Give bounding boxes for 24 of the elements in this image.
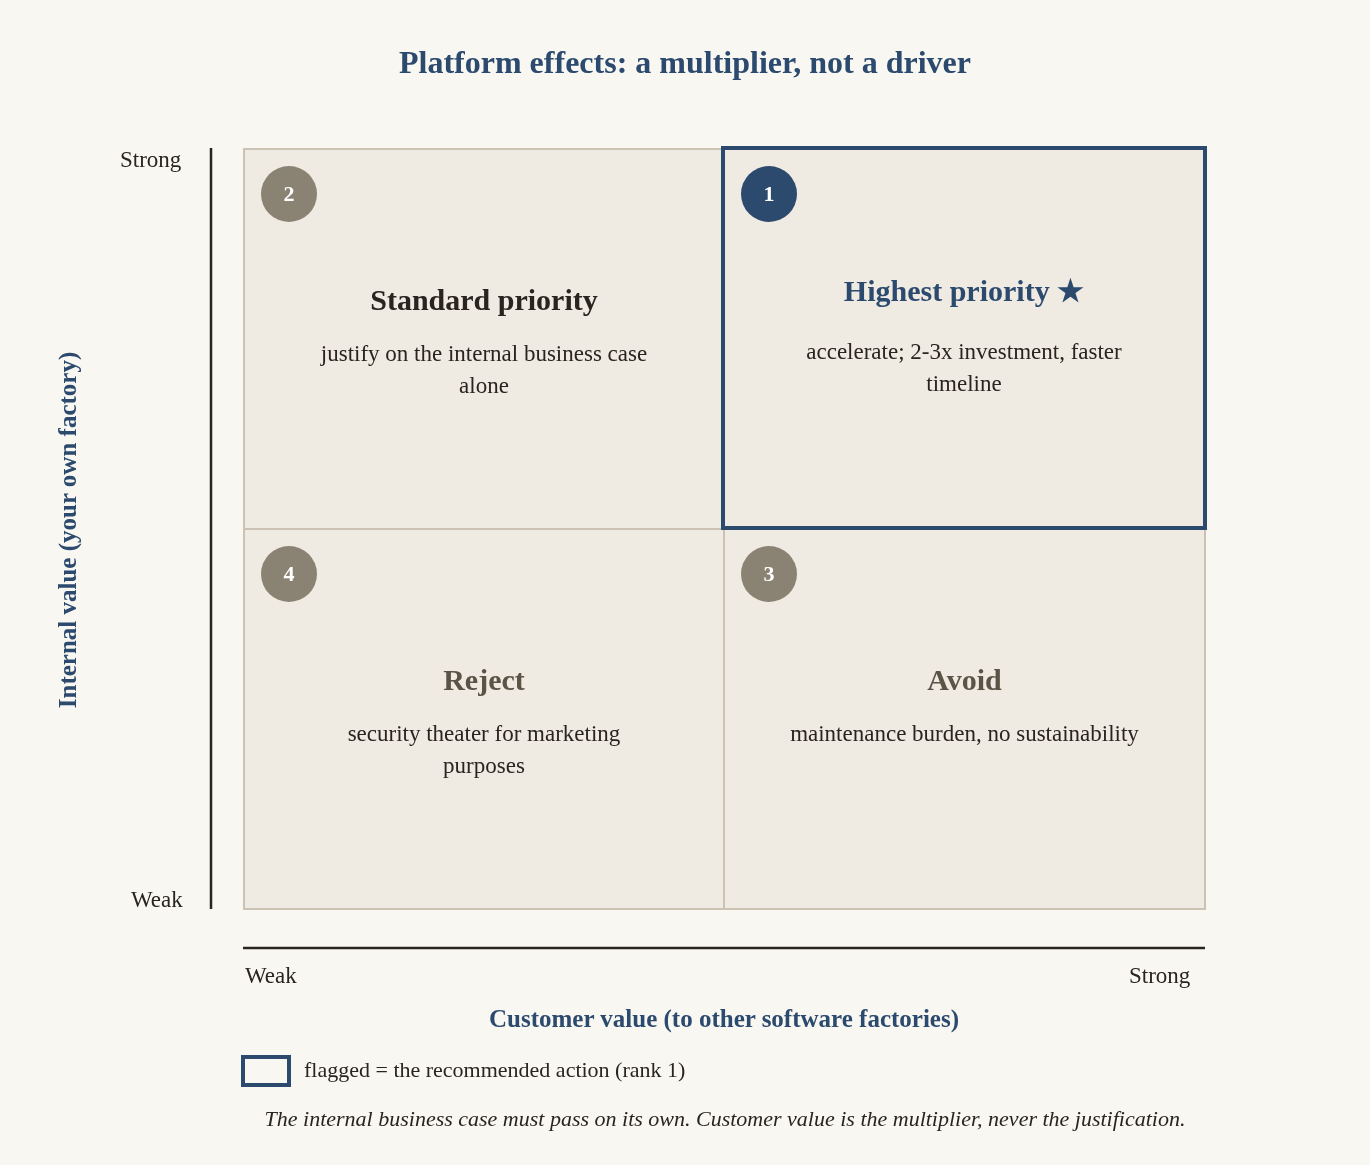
y-axis-title: Internal value (your own factory) (54, 351, 82, 709)
rank-badge: 2 (261, 166, 317, 222)
quadrant-description: justify on the internal business case alone (319, 340, 649, 400)
rank-badge: 1 (741, 166, 797, 222)
quadrant-box (243, 528, 725, 910)
axis-tick-label: Strong (120, 147, 182, 173)
quadrant-box (721, 146, 1207, 530)
rank-badge: 4 (261, 546, 317, 602)
axis-tick-label: Strong (1129, 963, 1191, 989)
quadrant-box (723, 528, 1206, 910)
legend-text: flagged = the recommended action (rank 1) (304, 1057, 686, 1083)
axis-tick-label: Weak (131, 887, 183, 913)
x-axis-title: Customer value (to other software factories) (489, 1005, 959, 1033)
quadrant-description: maintenance burden, no sustainability (789, 720, 1140, 748)
quadrant-heading: Highest priority ★ (842, 273, 1086, 308)
quadrant-heading: Reject (442, 663, 526, 697)
chart-title: Platform effects: a multiplier, not a driver (398, 44, 972, 81)
rank-badge: 3 (741, 546, 797, 602)
quadrant-description: security theater for marketing purposes (346, 720, 622, 780)
quadrant-heading: Avoid (926, 663, 1003, 697)
caption-note: The internal business case must pass on its own. Customer value is the multiplier, never the justification. (263, 1106, 1187, 1132)
quadrant-heading: Standard priority (369, 283, 599, 317)
axis-tick-label: Weak (245, 963, 297, 989)
quadrant-description: accelerate; 2-3x investment, faster timeline (805, 338, 1123, 398)
